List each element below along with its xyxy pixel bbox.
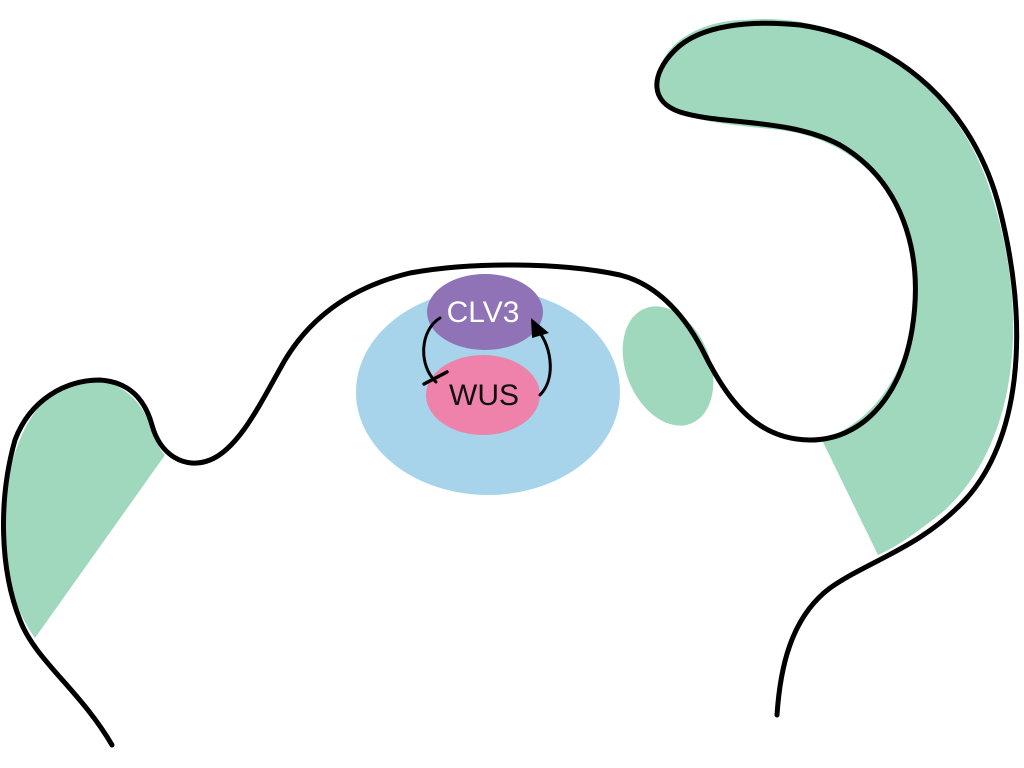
right-leaf <box>656 19 1014 556</box>
incipient-primordium <box>622 306 714 426</box>
wus-domain <box>426 355 540 435</box>
meristem-outline <box>1 20 1020 748</box>
clv3-label: CLV3 <box>447 296 520 329</box>
activation-arrow <box>536 328 552 397</box>
activation-arrowhead <box>531 318 549 338</box>
repression-bar <box>422 370 449 386</box>
clv3-domain <box>427 274 543 350</box>
repression-arrow <box>422 316 442 384</box>
left-leaf-primordium <box>4 380 165 638</box>
wus-label: WUS <box>449 379 519 412</box>
